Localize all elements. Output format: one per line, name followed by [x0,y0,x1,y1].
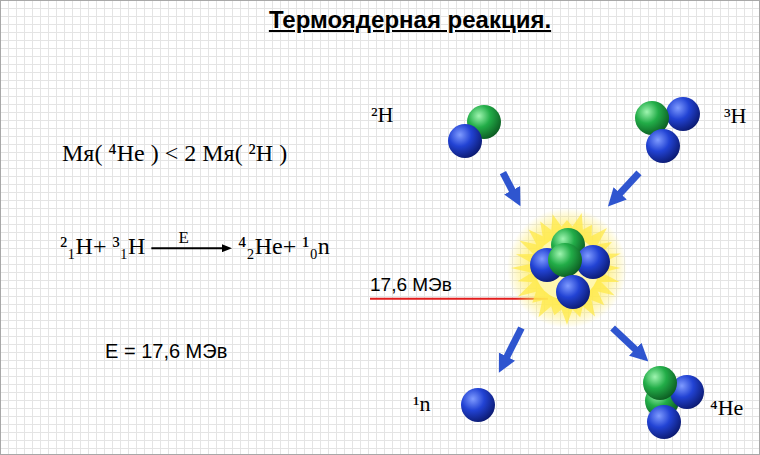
isotope-label: ⁴He [710,395,743,420]
proton-ball [548,243,582,277]
energy-callout: 17,6 МЭв [370,274,452,296]
energy-symbol: E [178,228,188,248]
neutron: ¹n [460,387,496,423]
reaction-arrow [151,247,224,249]
isotope-label: ¹n [413,391,431,416]
neutron-ball [556,275,590,309]
isotope-label: ³H [724,103,746,128]
neutron-ball [647,405,681,439]
neutron-ball [666,97,700,131]
reaction-reactants: ²₁H+ ³₁H [60,233,145,261]
deuterium-nucleus: ²H [443,100,507,162]
reaction-arrow [505,328,521,360]
tritium-nucleus: ³H [630,95,702,167]
title: Термоядерная реакция. [269,6,551,34]
reaction-products: ⁴₂He+ ¹₀n [238,233,330,261]
nucleus-picture [443,100,507,162]
nucleus-picture [460,387,496,423]
reaction-arrow [617,173,639,196]
reaction-arrow [613,328,639,352]
neutron-ball [461,388,495,422]
nucleus-picture [630,95,702,167]
flash-glow [507,208,627,328]
energy-value: E = 17,6 МЭв [105,340,227,363]
reaction-arrow [503,173,514,194]
isotope-label: ²H [371,102,393,127]
fusion-flash: 17,6 МЭв [507,208,627,328]
neutron-ball [448,124,482,158]
proton-ball [643,366,677,400]
nucleus-picture [507,208,627,328]
mass-inequality: Mя( ⁴He ) < 2 Mя( ²H ) [62,140,287,168]
neutron-ball [646,129,680,163]
flash-rays [511,213,621,325]
nucleus-picture [638,365,708,441]
helium-nucleus: ⁴He [638,365,708,441]
